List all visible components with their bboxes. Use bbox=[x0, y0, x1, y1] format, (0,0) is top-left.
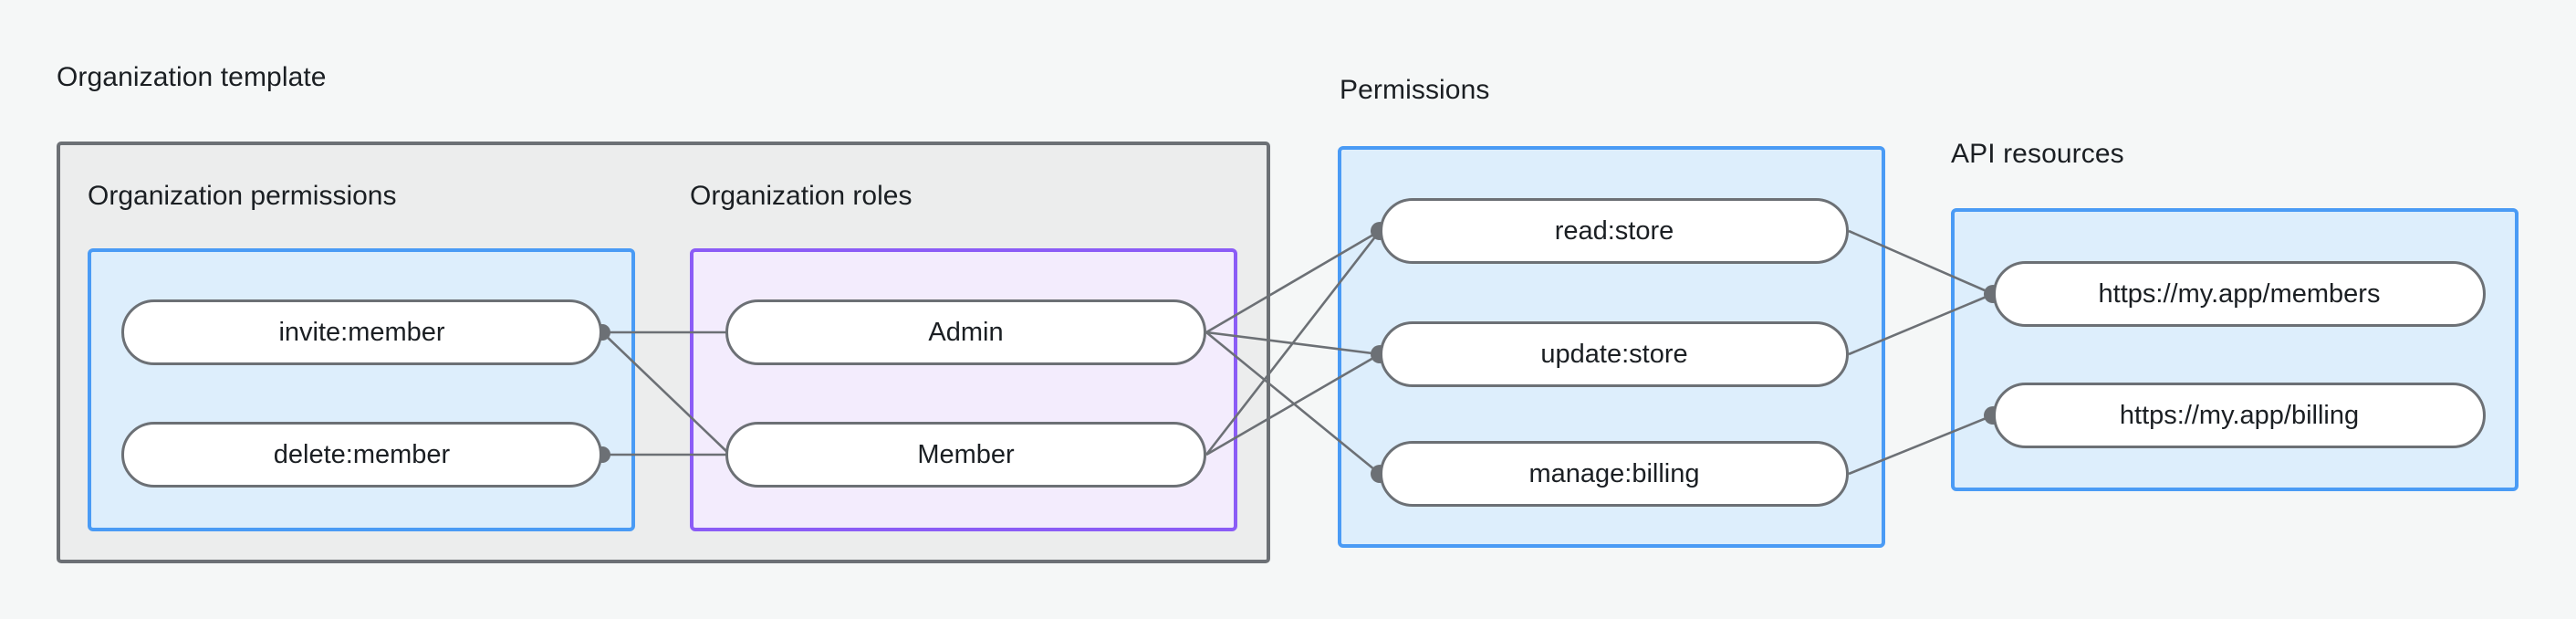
node-admin[interactable]: Admin bbox=[725, 299, 1206, 365]
group-title-permissions: Permissions bbox=[1340, 75, 1490, 105]
node-member[interactable]: Member bbox=[725, 422, 1206, 488]
organization-permissions-box bbox=[88, 248, 635, 531]
organization-roles-box bbox=[690, 248, 1237, 531]
node-manage-billing[interactable]: manage:billing bbox=[1380, 441, 1849, 507]
node-invite-member[interactable]: invite:member bbox=[121, 299, 602, 365]
node-delete-member[interactable]: delete:member bbox=[121, 422, 602, 488]
node-members-endpoint[interactable]: https://my.app/members bbox=[1993, 261, 2486, 327]
node-read-store[interactable]: read:store bbox=[1380, 198, 1849, 264]
api-resources-box bbox=[1951, 208, 2519, 491]
subgroup-title-organization-permissions: Organization permissions bbox=[88, 181, 397, 211]
group-title-api-resources: API resources bbox=[1951, 139, 2124, 169]
subgroup-title-organization-roles: Organization roles bbox=[690, 181, 913, 211]
node-update-store[interactable]: update:store bbox=[1380, 321, 1849, 387]
node-billing-endpoint[interactable]: https://my.app/billing bbox=[1993, 383, 2486, 448]
group-title-organization-template: Organization template bbox=[57, 62, 327, 92]
